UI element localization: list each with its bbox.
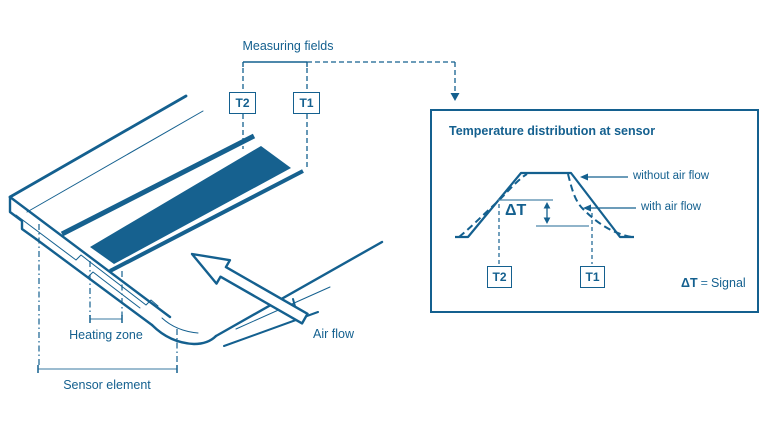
bar-side-top-edge (8, 195, 172, 319)
bar-back-edge (8, 94, 188, 199)
without-air-flow-pointer (580, 173, 628, 181)
inset-t2-box: T2 (487, 266, 512, 288)
without-air-flow-label: without air flow (633, 170, 710, 182)
curve-with-air-flow-left (458, 173, 528, 238)
air-flow-arrow-icon (190, 252, 309, 325)
bar-seam-line-2 (29, 233, 141, 309)
bar-front-edge (214, 240, 384, 338)
curve-with-air-flow-right (567, 173, 635, 238)
delta-t-label: ΔT (505, 202, 527, 219)
curve-without-air-flow (455, 171, 634, 239)
measuring-bracket-ticks (242, 62, 308, 67)
t1-field-box: T1 (293, 92, 320, 114)
signal-legend: ΔT=Signal (681, 276, 746, 290)
heating-zone-stripe (90, 146, 291, 264)
bar-left-end (8, 195, 38, 241)
t2-field-box: T2 (229, 92, 256, 114)
measuring-stripe-upper (60, 133, 256, 237)
inset-t1-box: T1 (580, 266, 605, 288)
air-flow-label: Air flow (313, 327, 354, 341)
inset-title: Temperature distribution at sensor (449, 124, 656, 138)
delta-t-arrow-icon (543, 202, 551, 224)
with-air-flow-label: with air flow (641, 201, 702, 213)
sensor-stripes (60, 133, 304, 273)
bar-nose-inner-line (161, 317, 199, 334)
measuring-fields-callout (242, 61, 460, 168)
signal-legend-equals: = (700, 276, 708, 290)
dimension-lines (37, 224, 178, 373)
with-air-flow-pointer (583, 204, 636, 212)
measuring-stripe-lower (109, 169, 304, 273)
inset-link-arrowhead-icon (450, 93, 460, 101)
bar-nose (150, 323, 218, 346)
sensor-element-label: Sensor element (63, 378, 151, 392)
measuring-fields-label: Measuring fields (242, 39, 334, 53)
bar-margin-line (26, 110, 204, 213)
heating-zone-label: Heating zone (69, 328, 143, 342)
signal-legend-text: Signal (710, 276, 746, 290)
sensor-element-body (8, 94, 384, 347)
signal-legend-delta-t: ΔT (681, 276, 698, 290)
